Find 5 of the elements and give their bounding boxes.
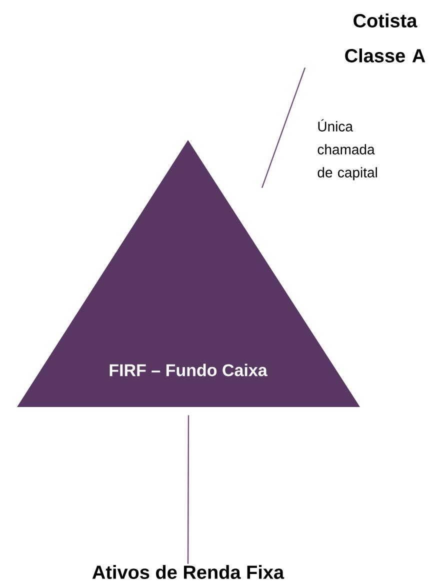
edge-label: Única chamada de capital [318, 119, 377, 180]
connector-line [187, 415, 190, 564]
node-label: Cotista Classe A [345, 14, 426, 62]
connector-line [261, 67, 306, 188]
node-label: Ativos de Renda Fixa [92, 565, 284, 579]
